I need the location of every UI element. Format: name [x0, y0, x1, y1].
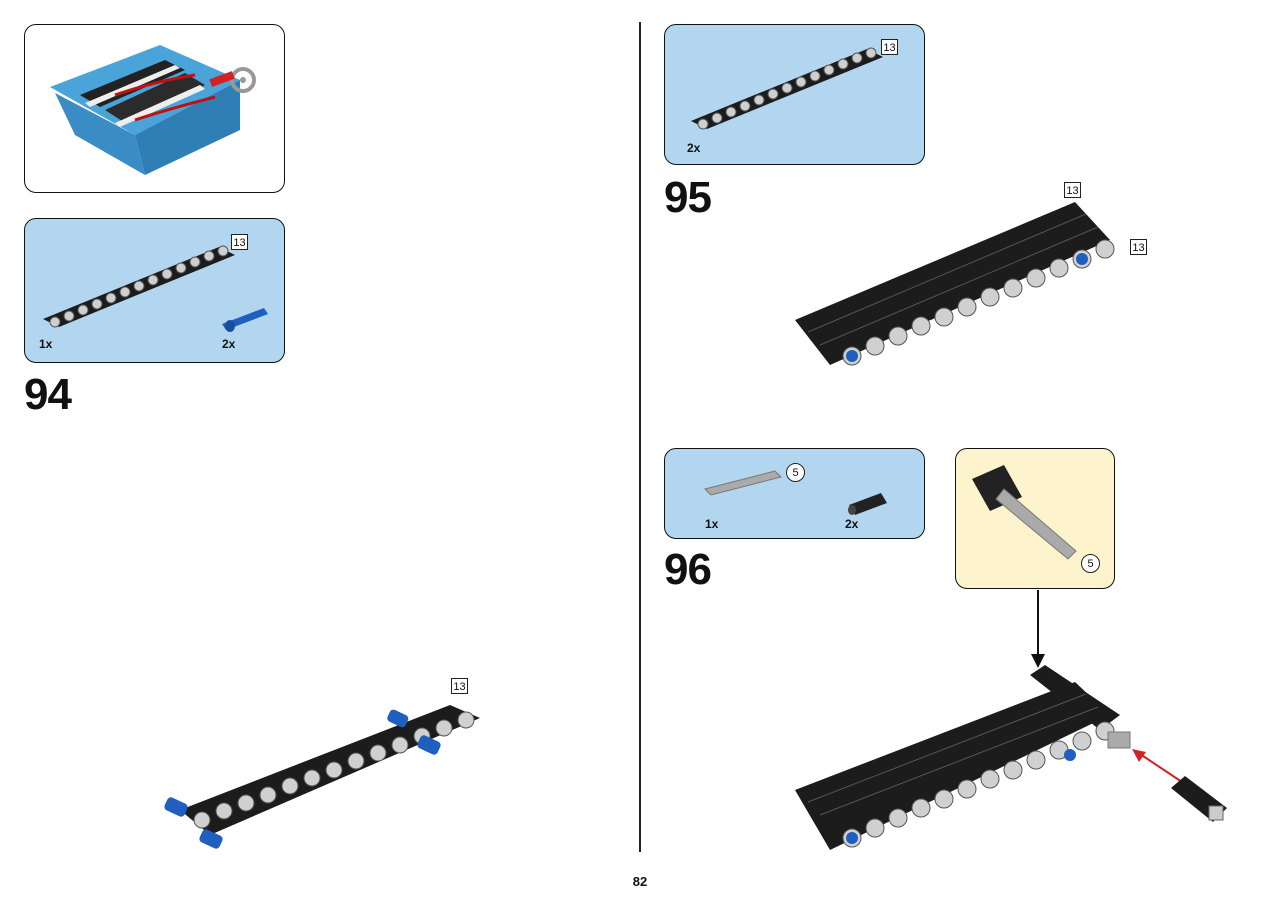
step-96-assembly-image	[795, 665, 1131, 850]
part-qty-pin: 2x	[222, 337, 236, 351]
step-number-95: 95	[664, 173, 712, 222]
beam-length-label: 13	[881, 39, 898, 55]
assembly-preview-image	[50, 45, 256, 175]
step-95-assembly-image	[795, 202, 1115, 366]
down-arrow-icon	[1031, 590, 1045, 668]
page-divider	[639, 22, 641, 852]
part-qty-beam: 2x	[687, 141, 701, 155]
loose-connector-part	[1171, 776, 1227, 822]
insert-arrow-icon	[1132, 749, 1183, 783]
beam-length-label: 13	[231, 234, 248, 250]
assembly-preview-panel	[24, 24, 285, 193]
beam-13-part	[43, 245, 235, 328]
assembly-94-length-label: 13	[451, 678, 468, 694]
callout-axle-length-label: 5	[1081, 554, 1100, 573]
step-number-94: 94	[24, 370, 72, 419]
connector-part	[848, 493, 887, 515]
part-qty-axle: 1x	[705, 517, 719, 531]
beam-13-part	[691, 47, 883, 130]
step-96-parts-panel: 5 1x 2x	[664, 448, 925, 539]
axle-5-part	[704, 470, 782, 496]
step-number-96: 96	[664, 545, 712, 594]
part-qty-beam: 1x	[39, 337, 53, 351]
assembly-95-length-label-top: 13	[1064, 182, 1081, 198]
step-96-callout-panel: 5	[955, 448, 1115, 589]
step-94-parts-panel: 13 1x 2x	[24, 218, 285, 363]
page-number: 82	[632, 874, 648, 889]
blue-pin-part	[222, 308, 268, 332]
part-qty-connector: 2x	[845, 517, 859, 531]
step-95-parts-panel: 13 2x	[664, 24, 925, 165]
axle-length-label: 5	[786, 463, 805, 482]
step-94-assembly-image	[164, 705, 480, 849]
assembly-95-length-label-right: 13	[1130, 239, 1147, 255]
axle-with-connector-image	[972, 465, 1077, 560]
